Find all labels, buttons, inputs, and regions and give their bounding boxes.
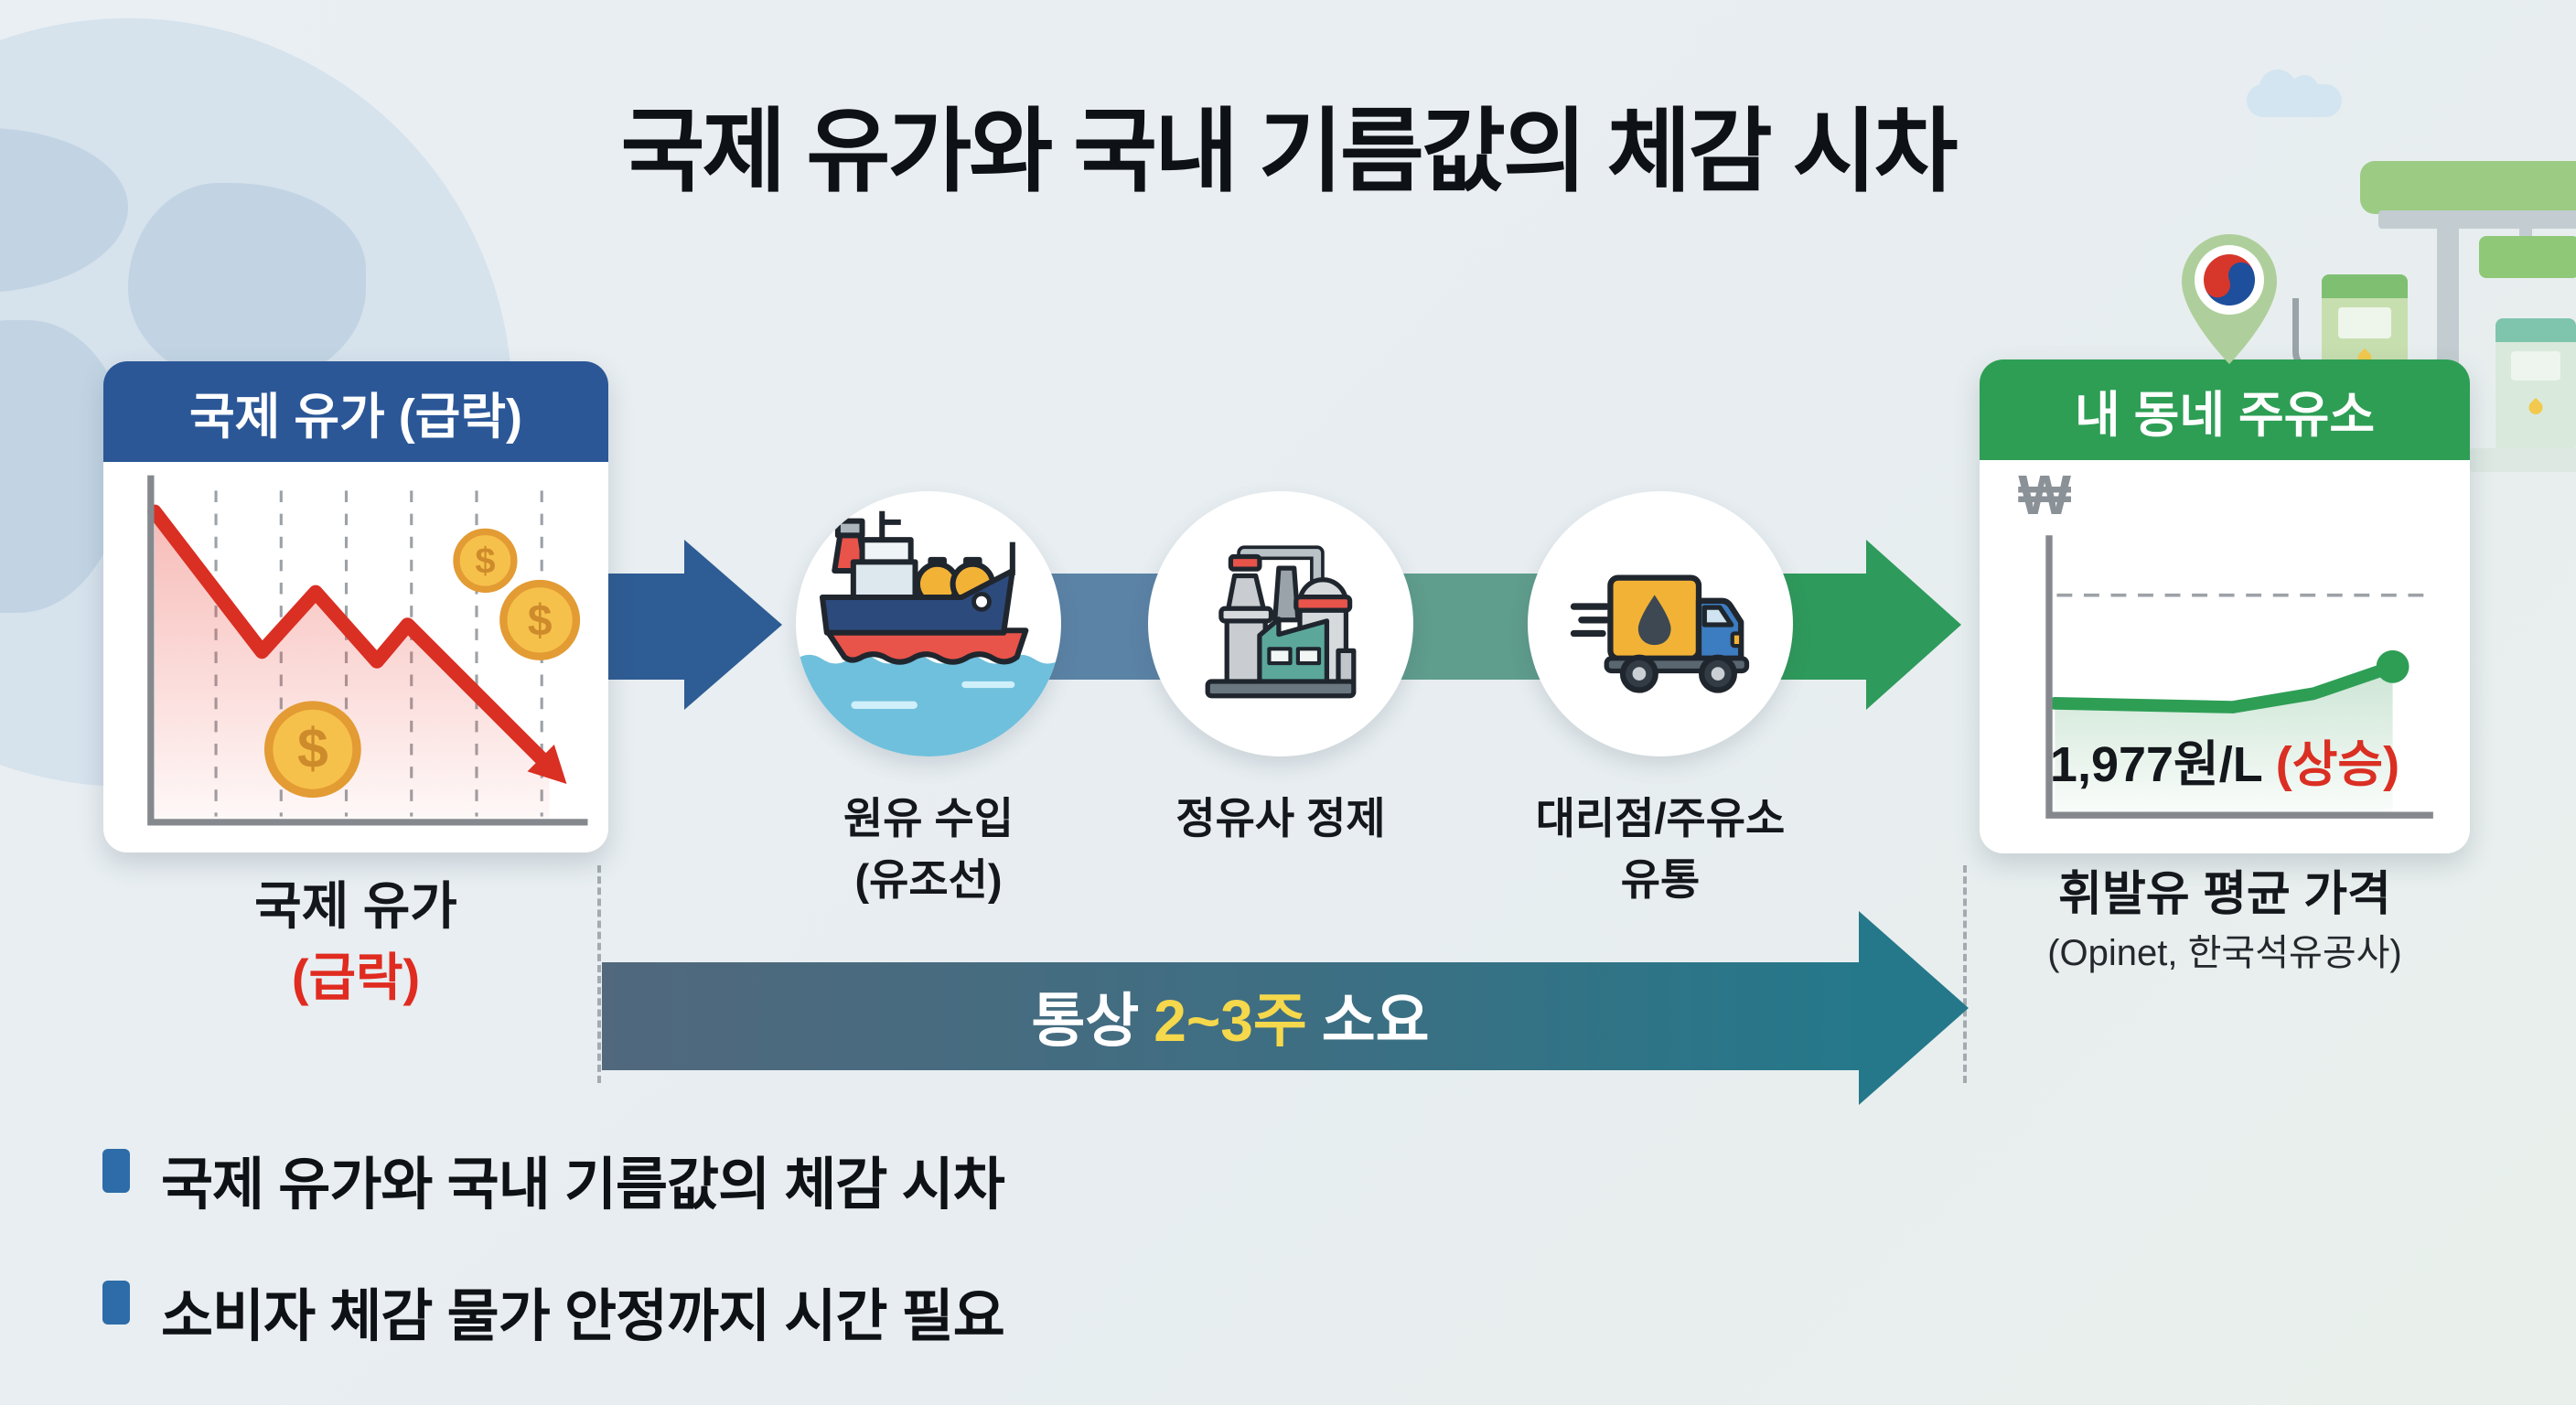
gasoline-price-readout: 1,977원/L(상승) [1980, 724, 2470, 796]
distribution-step [1528, 491, 1793, 756]
gasoline-average-price-caption: 휘발유 평균 가격 (Opinet, 한국석유공사) [1959, 871, 2490, 971]
card-header-local-station: 내 동네 주유소 [1980, 359, 2470, 460]
oil-tanker-ship-icon [796, 510, 1061, 756]
flow-arrow-green-head-icon [1866, 540, 1961, 710]
bullet-square-icon [102, 1281, 130, 1325]
gas-station-island [2468, 448, 2576, 472]
flow-arrow-blue [604, 574, 684, 680]
timeline-arrow: 통상 2~3주 소요 [602, 962, 1859, 1070]
svg-text:$: $ [297, 717, 328, 779]
step-label-crude-import: 원유 수입(유조선) [843, 794, 1014, 904]
timeline-arrow-head-icon [1859, 911, 1969, 1105]
gas-station-sign-pole [2519, 216, 2532, 240]
summary-bullet-1: 국제 유가와 국내 기름값의 체감 시차 [102, 1138, 2389, 1220]
dashed-guide-right [1963, 865, 1967, 1083]
dashed-guide-left [597, 865, 601, 1083]
svg-text:$: $ [475, 542, 495, 582]
coin-icon: $ [453, 528, 518, 593]
coin-icon: $ [263, 701, 361, 799]
card-header-international: 국제 유가 (급락) [103, 361, 608, 462]
refining-step [1148, 491, 1413, 756]
data-source-label: (Opinet, 한국석유공사) [2047, 933, 2402, 973]
bullet-square-icon [102, 1149, 130, 1193]
location-pin-flag-icon [2170, 227, 2289, 378]
page-title: 국제 유가와 국내 기름값의 체감 시차 [620, 101, 1959, 203]
fuel-pump-icon [2496, 318, 2576, 450]
cloud-icon [2247, 70, 2342, 117]
international-oil-price-card: 국제 유가 (급락) [103, 361, 608, 853]
gas-station-sign [2479, 236, 2576, 278]
price-status-badge: (상승) [2275, 737, 2400, 792]
flow-arrow-blue-head-icon [684, 540, 782, 710]
gas-station-pole [2437, 227, 2459, 381]
international-oil-price-caption: 국제 유가 (급락) [254, 877, 457, 1007]
declining-price-chart: $ $ $ [113, 462, 599, 845]
summary-bullet-2: 소비자 체감 물가 안정까지 시간 필요 [102, 1270, 2389, 1352]
crude-import-step [796, 491, 1061, 756]
svg-text:₩: ₩ [2018, 464, 2071, 526]
coin-icon: $ [499, 579, 581, 660]
rising-price-chart: ₩ [1989, 460, 2461, 846]
step-label-refining: 정유사 정제 [1175, 794, 1386, 842]
price-value: 1,977원/L [2049, 737, 2263, 792]
local-gas-station-card: 내 동네 주유소 ₩ 1,977원/L(상승) [1980, 359, 2470, 853]
gas-station-canopy [2360, 161, 2576, 214]
gas-station-canopy-lip [2378, 210, 2576, 229]
refinery-icon [1205, 545, 1357, 699]
delivery-truck-icon [1570, 574, 1750, 693]
svg-text:$: $ [528, 596, 553, 646]
timeline-duration-highlight: 2~3주 [1154, 988, 1307, 1054]
